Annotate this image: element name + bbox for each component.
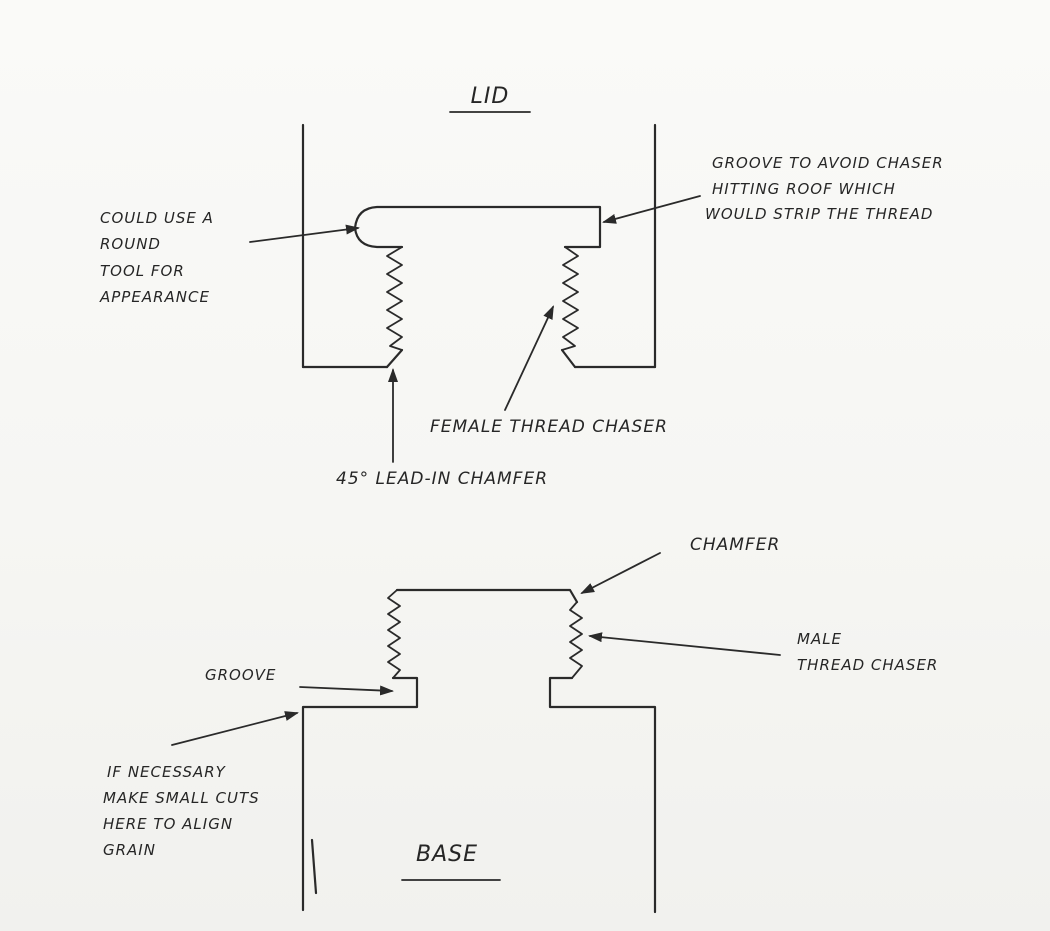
base-male-thread-left (387, 589, 401, 679)
round-tool-note-line: TOOL FOR (100, 262, 185, 280)
male-chaser-line: THREAD CHASER (797, 656, 938, 674)
round-tool-note-line: COULD USE A (100, 209, 214, 227)
groove-label: GROOVE (205, 666, 276, 684)
groove-note: GROOVE TO AVOID CHASER HITTING ROOF WHIC… (602, 154, 944, 224)
lid-title: LID (471, 84, 510, 109)
female-chaser-note: FEMALE THREAD CHASER (430, 305, 668, 437)
base-tenon-top (395, 588, 579, 604)
round-tool-note-line: ROUND (100, 235, 161, 253)
lid-outline (301, 123, 657, 369)
male-chaser-note: MALE THREAD CHASER (588, 630, 938, 674)
groove-arrow (299, 685, 394, 696)
groove-note-arrow (602, 195, 701, 224)
base-right-shoulder (548, 676, 657, 914)
align-grain-note: IF NECESSARY MAKE SMALL CUTS HERE TO ALI… (103, 711, 299, 859)
base-left-shoulder (301, 676, 419, 912)
round-tool-note-line: APPEARANCE (99, 288, 210, 306)
male-chaser-arrow (588, 632, 781, 656)
chamfer-note: CHAMFER (580, 535, 780, 594)
lead-in-chamfer-note: 45° LEAD-IN CHAMFER (336, 368, 548, 489)
base-title: BASE (416, 842, 478, 867)
lid-female-thread-right (561, 246, 579, 351)
female-chaser-label: FEMALE THREAD CHASER (430, 417, 668, 437)
align-note-line: IF NECESSARY (107, 763, 227, 781)
lid-chamfer-right (560, 348, 577, 369)
female-chaser-arrow (504, 305, 554, 411)
base-outline (301, 588, 657, 914)
groove-note-line: GROOVE TO AVOID CHASER (712, 154, 944, 172)
lid-recess-roof (353, 205, 602, 249)
lid-chamfer-left (385, 348, 404, 369)
lid-female-thread-left (386, 246, 403, 351)
align-note-line: HERE TO ALIGN (103, 815, 233, 833)
chamfer-label: CHAMFER (690, 535, 780, 555)
align-note-line: GRAIN (103, 841, 156, 859)
groove-base-note: GROOVE (205, 666, 394, 696)
groove-note-line: HITTING ROOF WHICH (712, 180, 896, 198)
base-left-grain-line (310, 838, 318, 895)
round-tool-arrow (249, 224, 360, 243)
lead-in-chamfer-label: 45° LEAD-IN CHAMFER (336, 469, 548, 489)
align-note-line: MAKE SMALL CUTS (103, 789, 260, 807)
base-male-thread-right (569, 601, 583, 679)
groove-note-line: WOULD STRIP THE THREAD (705, 205, 933, 223)
align-note-arrow (171, 711, 299, 746)
round-tool-note: COULD USE A ROUND TOOL FOR APPEARANCE (99, 209, 360, 306)
male-chaser-line: MALE (797, 630, 842, 648)
chamfer-arrow (580, 552, 661, 594)
